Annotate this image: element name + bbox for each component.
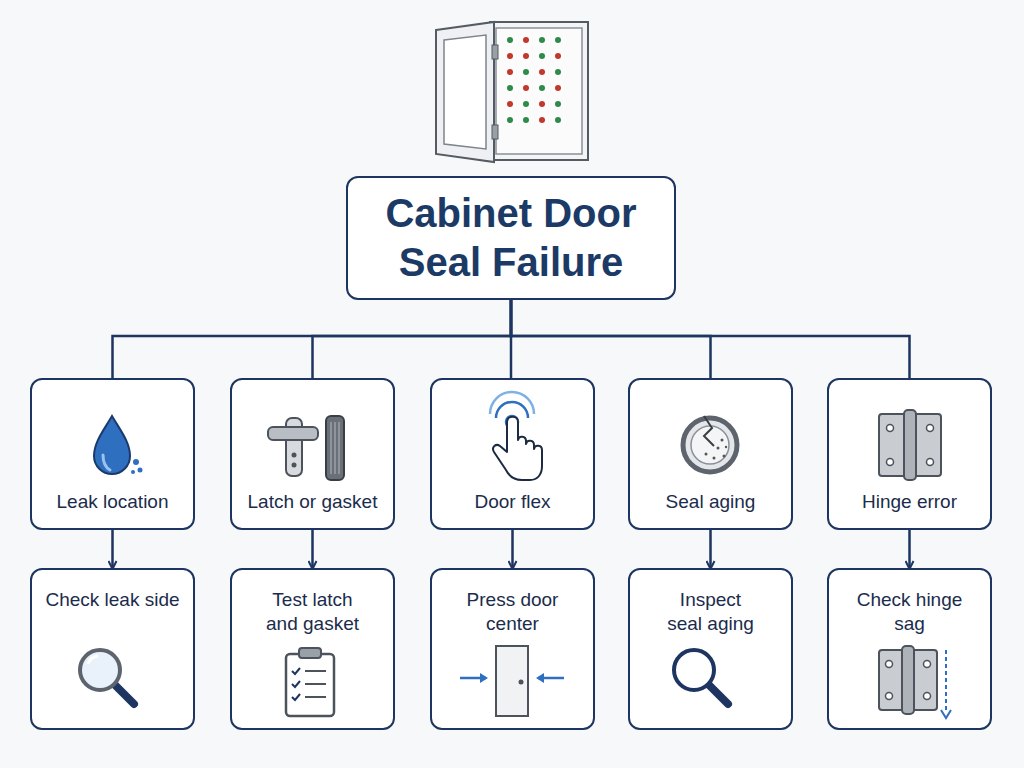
magnifier-icon: [80, 650, 134, 704]
node-label: Check hinge sag: [850, 588, 970, 637]
check-box: Press door center: [430, 568, 595, 730]
check-box: Inspect seal aging: [628, 568, 793, 730]
cause-box: Seal aging: [628, 378, 793, 530]
node-label: Press door center: [453, 588, 573, 637]
node-label: Leak location: [35, 490, 190, 514]
flow-arrow: [709, 530, 712, 568]
cause-box: Door flex: [430, 378, 595, 530]
node-label: Seal aging: [633, 490, 788, 514]
node-label: Latch or gasket: [235, 490, 390, 514]
cause-box: Latch or gasket: [230, 378, 395, 530]
hinge-sag-icon: [879, 646, 951, 718]
cabinet-illustration: [436, 22, 588, 162]
cause-box: Leak location: [30, 378, 195, 530]
hinge-icon: [879, 410, 941, 480]
branch-line: [510, 300, 513, 378]
flow-arrow: [311, 530, 314, 568]
node-label: Inspect seal aging: [663, 588, 758, 637]
clipboard-icon: [286, 648, 334, 716]
branch-line: [313, 300, 512, 378]
water-drop-icon: [94, 416, 143, 474]
flow-arrow: [511, 530, 514, 568]
check-box: Check leak side: [30, 568, 195, 730]
check-box: Test latch and gasket: [230, 568, 395, 730]
branch-line: [511, 300, 910, 378]
branch-line: [511, 300, 711, 378]
flow-arrow: [908, 530, 911, 568]
node-label: Hinge error: [832, 490, 987, 514]
check-box: Check hinge sag: [827, 568, 992, 730]
node-label: Test latch and gasket: [257, 588, 369, 637]
hand-press-icon: [490, 392, 542, 480]
magnifier-icon: [674, 650, 728, 704]
flow-arrow: [111, 530, 114, 568]
title-text: Cabinet Door Seal Failure: [361, 189, 661, 287]
node-label: Check leak side: [38, 588, 188, 612]
door-press-icon: [460, 646, 564, 716]
node-label: Door flex: [435, 490, 590, 514]
latch-gasket-icon: [268, 416, 344, 480]
cause-box: Hinge error: [827, 378, 992, 530]
branch-line: [113, 300, 512, 378]
aged-seal-icon: [683, 416, 737, 472]
title-box: Cabinet Door Seal Failure: [346, 176, 676, 300]
